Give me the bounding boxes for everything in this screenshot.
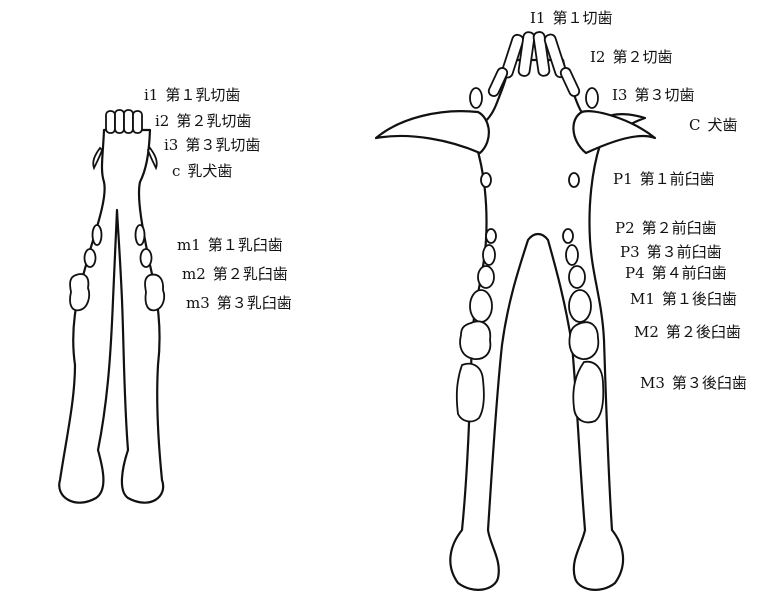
label-code: m2 xyxy=(182,265,206,283)
deciduous-molar-2-right xyxy=(141,249,152,267)
label-code: P4 xyxy=(625,264,645,282)
deciduous-incisor-1 xyxy=(106,111,115,133)
label-P3: P3 第３前臼歯 xyxy=(620,243,722,261)
permanent-molar-1-right xyxy=(569,290,591,322)
deciduous-molar-1-right xyxy=(136,225,145,245)
label-code: m3 xyxy=(186,294,210,312)
permanent-canine-bump-left xyxy=(470,88,482,108)
label-name: 第３乳切歯 xyxy=(185,136,260,154)
label-name: 第１後臼歯 xyxy=(662,290,737,308)
deciduous-molar-2-left xyxy=(85,249,96,267)
label-name: 第２乳臼歯 xyxy=(213,265,288,283)
permanent-premolar-1-left xyxy=(481,173,491,187)
label-M2: M2 第２後臼歯 xyxy=(634,323,741,341)
permanent-canine-bump-right xyxy=(586,88,598,108)
deciduous-mandible-outline xyxy=(59,130,163,503)
label-code: m1 xyxy=(177,236,201,254)
deciduous-incisor-2 xyxy=(115,110,124,133)
label-name: 第１前臼歯 xyxy=(640,170,715,188)
label-P2: P2 第２前臼歯 xyxy=(615,219,717,237)
label-name: 第２後臼歯 xyxy=(666,323,741,341)
label-i3: i3 第３乳切歯 xyxy=(164,136,260,154)
permanent-canine-left xyxy=(376,111,489,153)
permanent-premolar-3-left xyxy=(483,245,495,265)
deciduous-molar-3-left xyxy=(70,274,89,310)
label-code: I2 xyxy=(590,48,605,66)
label-I1: I1 第１切歯 xyxy=(530,9,612,27)
label-code: M1 xyxy=(630,290,655,308)
permanent-molar-2-right xyxy=(569,322,598,359)
permanent-molar-3-left xyxy=(457,364,484,422)
label-code: P1 xyxy=(613,170,633,188)
deciduous-incisor-4 xyxy=(133,111,142,133)
label-code: C xyxy=(689,116,700,134)
permanent-mandible xyxy=(376,31,655,590)
permanent-premolar-4-left xyxy=(478,266,494,288)
permanent-molar-2-left xyxy=(460,321,490,359)
label-name: 乳犬歯 xyxy=(187,162,232,180)
label-code: I3 xyxy=(612,86,627,104)
label-code: c xyxy=(172,162,180,180)
permanent-premolar-1-right xyxy=(569,173,579,187)
label-name: 第３乳臼歯 xyxy=(217,294,292,312)
permanent-premolar-3-right xyxy=(566,245,578,265)
label-code: i3 xyxy=(164,136,178,154)
label-name: 第３後臼歯 xyxy=(672,374,747,392)
deciduous-molar-3-right xyxy=(145,275,164,311)
label-I3: I3 第３切歯 xyxy=(612,86,694,104)
label-c: c 乳犬歯 xyxy=(172,162,232,180)
label-P4: P4 第４前臼歯 xyxy=(625,264,727,282)
label-name: 第３切歯 xyxy=(634,86,694,104)
label-code: i1 xyxy=(144,86,158,104)
label-code: M3 xyxy=(640,374,665,392)
label-i1: i1 第１乳切歯 xyxy=(144,86,240,104)
label-i2: i2 第２乳切歯 xyxy=(155,112,251,130)
label-P1: P1 第１前臼歯 xyxy=(613,170,715,188)
label-code: P2 xyxy=(615,219,635,237)
label-I2: I2 第２切歯 xyxy=(590,48,672,66)
permanent-premolar-2-left xyxy=(486,229,496,243)
label-name: 第１切歯 xyxy=(552,9,612,27)
label-name: 第２前臼歯 xyxy=(642,219,717,237)
label-M1: M1 第１後臼歯 xyxy=(630,290,737,308)
deciduous-mandible xyxy=(59,110,164,503)
label-code: i2 xyxy=(155,112,169,130)
label-code: M2 xyxy=(634,323,659,341)
label-code: I1 xyxy=(530,9,545,27)
deciduous-canine-right xyxy=(148,148,157,168)
deciduous-canine-left xyxy=(93,148,102,168)
label-m1: m1 第１乳臼歯 xyxy=(177,236,283,254)
label-name: 第１乳臼歯 xyxy=(208,236,283,254)
label-m3: m3 第３乳臼歯 xyxy=(186,294,292,312)
permanent-premolar-4-right xyxy=(569,266,585,288)
deciduous-incisor-3 xyxy=(124,110,133,133)
label-m2: m2 第２乳臼歯 xyxy=(182,265,288,283)
label-name: 第３前臼歯 xyxy=(647,243,722,261)
label-code: P3 xyxy=(620,243,640,261)
label-name: 第２切歯 xyxy=(612,48,672,66)
deciduous-molar-1-left xyxy=(93,225,102,245)
label-M3: M3 第３後臼歯 xyxy=(640,374,747,392)
label-name: 第２乳切歯 xyxy=(176,112,251,130)
label-name: 犬歯 xyxy=(707,116,737,134)
label-name: 第１乳切歯 xyxy=(165,86,240,104)
permanent-premolar-2-right xyxy=(563,229,573,243)
label-name: 第４前臼歯 xyxy=(652,264,727,282)
label-C: C 犬歯 xyxy=(689,116,738,134)
permanent-molar-1-left xyxy=(470,290,492,322)
